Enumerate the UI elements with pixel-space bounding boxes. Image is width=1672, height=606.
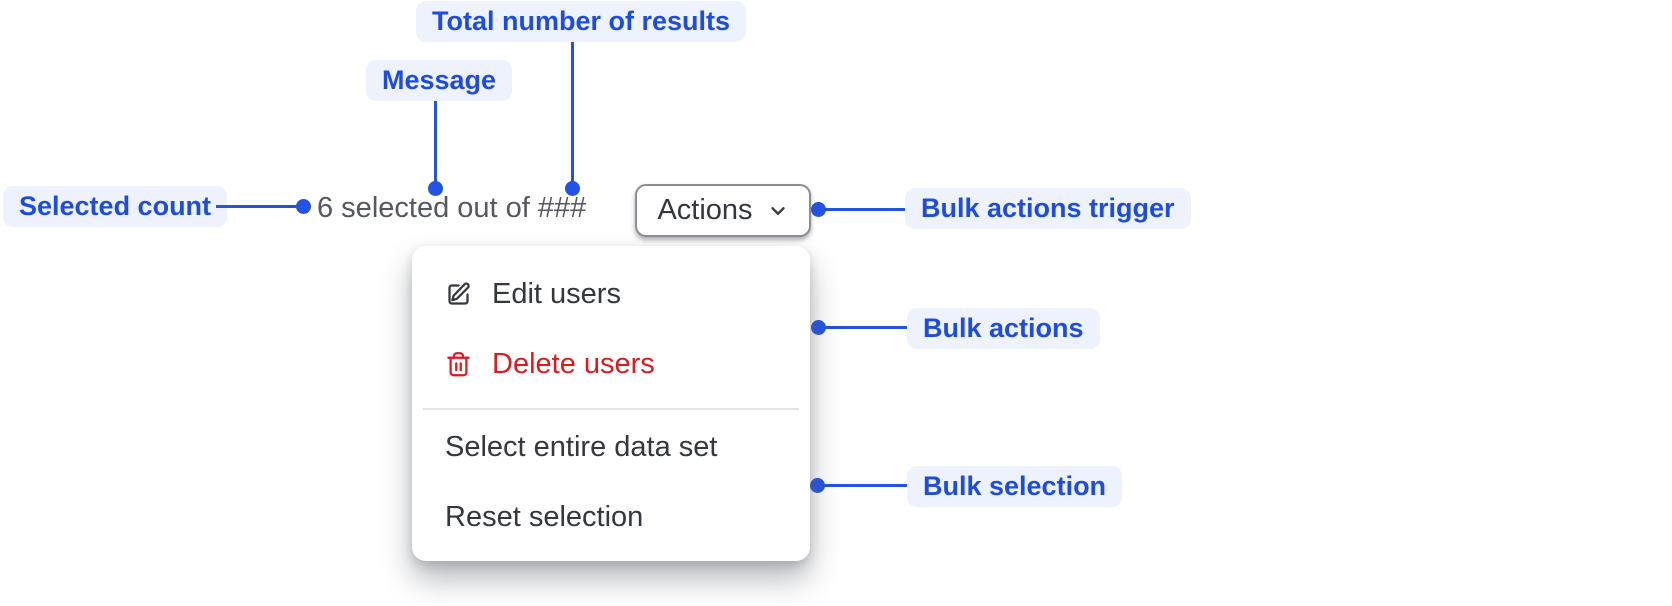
annotation-bulk-actions-trigger: Bulk actions trigger <box>905 188 1191 229</box>
connector-line-bulk-actions-trigger <box>818 208 905 211</box>
annotation-message: Message <box>366 60 513 101</box>
annotation-bulk-actions: Bulk actions <box>907 308 1100 349</box>
menu-item-delete-users[interactable]: Delete users <box>412 329 810 399</box>
menu-item-reset-selection[interactable]: Reset selection <box>412 482 810 552</box>
connector-line-message <box>434 101 437 188</box>
connector-dot-bulk-actions-trigger <box>811 202 826 217</box>
connector-dot-message <box>428 181 443 196</box>
trash-icon <box>445 351 472 378</box>
connector-line-total-results <box>571 42 574 188</box>
menu-item-label: Delete users <box>492 347 655 380</box>
connector-line-bulk-selection <box>817 484 907 487</box>
annotation-total-results: Total number of results <box>416 1 747 42</box>
bulk-actions-trigger-button[interactable]: Actions <box>635 184 811 237</box>
annotation-selected-count: Selected count <box>3 186 228 227</box>
connector-dot-selected-count <box>296 199 311 214</box>
chevron-down-icon <box>767 200 789 222</box>
connector-dot-total-results <box>565 181 580 196</box>
annotation-bulk-selection: Bulk selection <box>907 466 1123 507</box>
menu-divider <box>423 408 799 410</box>
menu-item-edit-users[interactable]: Edit users <box>412 259 810 329</box>
menu-item-label: Edit users <box>492 277 621 310</box>
selection-count-message: 6 selected out of ### <box>317 192 587 224</box>
menu-item-label: Reset selection <box>445 500 644 533</box>
connector-line-selected-count <box>216 205 303 208</box>
bulk-actions-menu: Edit users Delete users Select entire da… <box>412 246 810 561</box>
actions-button-label: Actions <box>657 194 753 226</box>
menu-item-select-entire-data-set[interactable]: Select entire data set <box>412 412 810 482</box>
menu-item-label: Select entire data set <box>445 430 718 463</box>
connector-line-bulk-actions <box>818 326 907 329</box>
connector-dot-bulk-actions <box>811 320 826 335</box>
connector-dot-bulk-selection <box>810 478 825 493</box>
edit-icon <box>445 281 472 308</box>
